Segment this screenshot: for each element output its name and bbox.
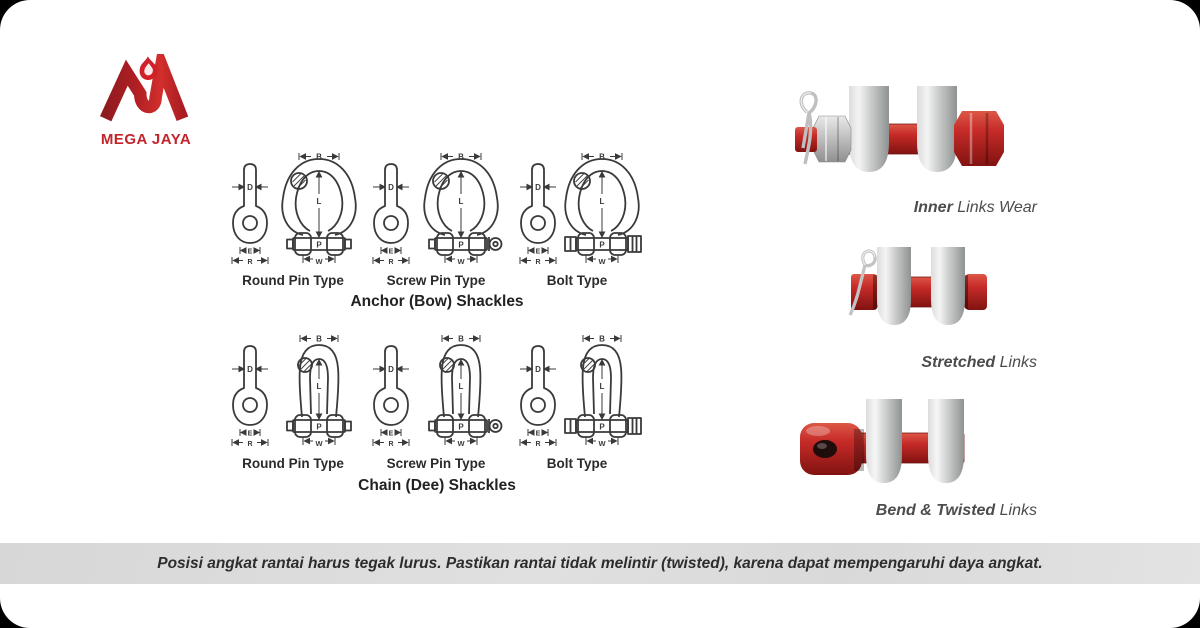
svg-text:P: P: [599, 241, 605, 250]
photo-inner-links-wear: [793, 86, 1008, 196]
svg-text:L: L: [317, 197, 322, 206]
svg-text:R: R: [247, 441, 252, 448]
svg-text:L: L: [600, 197, 605, 206]
shackle-leg: [928, 399, 964, 483]
label-chain-bolt: Bolt Type: [546, 456, 608, 471]
svg-text:W: W: [457, 439, 465, 448]
svg-text:B: B: [316, 153, 322, 162]
svg-text:D: D: [388, 365, 394, 374]
svg-text:W: W: [598, 257, 606, 266]
svg-text:D: D: [535, 183, 541, 192]
svg-text:P: P: [316, 423, 322, 432]
photo-stretched-links: [831, 247, 991, 347]
svg-text:L: L: [459, 382, 464, 391]
bolt-pin-shackle-image: [795, 86, 1004, 172]
svg-text:R: R: [247, 259, 252, 266]
svg-text:B: B: [316, 335, 322, 344]
red-pin-cap-left: [851, 274, 877, 310]
anchor-shackles-title: Anchor (Bow) Shackles: [350, 293, 524, 310]
svg-text:E: E: [389, 249, 394, 256]
mega-jaya-logo: MEGA JAYA: [96, 42, 196, 148]
svg-text:R: R: [535, 259, 540, 266]
shackle-leg: [866, 399, 902, 483]
svg-text:E: E: [248, 431, 253, 438]
label-anchor-bolt: Bolt Type: [546, 273, 608, 288]
svg-text:D: D: [247, 365, 253, 374]
label-chain-screw-pin: Screw Pin Type: [386, 456, 486, 471]
svg-text:L: L: [459, 197, 464, 206]
svg-text:P: P: [458, 241, 464, 250]
svg-text:R: R: [388, 259, 393, 266]
label-anchor-screw-pin: Screw Pin Type: [386, 273, 486, 288]
svg-text:E: E: [536, 431, 541, 438]
shackle-leg: [917, 86, 957, 172]
red-hex-head: [954, 111, 1004, 166]
brand-name: MEGA JAYA: [100, 131, 192, 148]
svg-text:L: L: [317, 382, 322, 391]
svg-text:B: B: [458, 335, 464, 344]
footer-note-bar: Posisi angkat rantai harus tegak lurus. …: [0, 543, 1200, 584]
photo-bend-twisted-links: [794, 399, 989, 501]
screw-pin-shackle-image: [800, 399, 965, 483]
svg-text:R: R: [388, 441, 393, 448]
svg-text:W: W: [457, 257, 465, 266]
red-pin-cap-right: [965, 274, 987, 310]
shackle-leg: [931, 247, 965, 325]
svg-text:W: W: [598, 439, 606, 448]
svg-text:W: W: [315, 257, 323, 266]
footer-note: Posisi angkat rantai harus tegak lurus. …: [157, 554, 1043, 572]
svg-text:B: B: [458, 153, 464, 162]
svg-text:B: B: [599, 335, 605, 344]
svg-text:B: B: [599, 153, 605, 162]
shackle-leg: [877, 247, 911, 325]
label-chain-round-pin: Round Pin Type: [242, 456, 344, 471]
chain-shackles-title: Chain (Dee) Shackles: [358, 477, 516, 494]
shackle-leg: [849, 86, 889, 172]
svg-text:P: P: [316, 241, 322, 250]
svg-text:E: E: [248, 249, 253, 256]
flame-icon: [139, 56, 158, 80]
mega-jaya-m-icon: [100, 42, 189, 122]
svg-text:E: E: [389, 431, 394, 438]
caption-bend-twisted-links: Bend & Twisted Links: [875, 502, 1037, 519]
svg-text:D: D: [535, 365, 541, 374]
svg-text:P: P: [599, 423, 605, 432]
svg-text:D: D: [247, 183, 253, 192]
round-pin-shackle-image: [848, 247, 987, 325]
svg-text:L: L: [600, 382, 605, 391]
caption-stretched-links: Stretched Links: [921, 354, 1037, 371]
gray-hex-nut: [812, 115, 852, 163]
caption-inner-links-wear: Inner Links Wear: [913, 199, 1037, 216]
svg-text:W: W: [315, 439, 323, 448]
svg-text:R: R: [535, 441, 540, 448]
label-anchor-round-pin: Round Pin Type: [242, 273, 344, 288]
svg-text:P: P: [458, 423, 464, 432]
svg-text:E: E: [536, 249, 541, 256]
svg-text:D: D: [388, 183, 394, 192]
eye-hole: [813, 440, 837, 458]
